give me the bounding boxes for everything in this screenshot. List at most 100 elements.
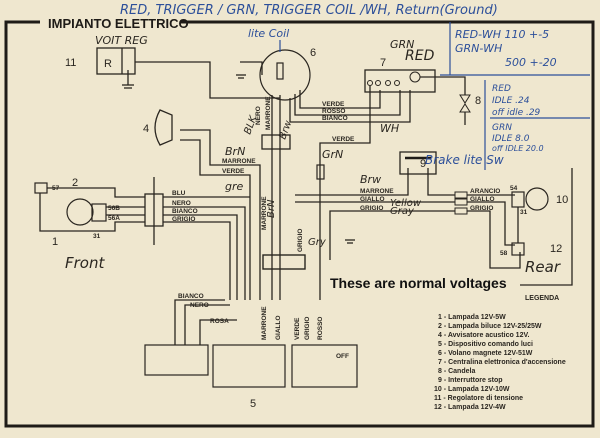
wire-label-grigio-3: GRIGIO [470, 205, 493, 212]
terminal-56a: 56A [108, 215, 120, 222]
annotation-gry: Gry [308, 237, 327, 248]
voltage-regulator: 11 VOIT REG R [65, 34, 280, 99]
wire-label-giallo-2: GIALLO [470, 196, 495, 203]
annotation-grn-verde: GrN [322, 148, 343, 161]
front-lights: 57 56B 56A 31 2 1 Front BLU NERO BIANCO … [34, 177, 250, 300]
legend-heading: LEGENDA [525, 295, 559, 302]
wire-label-marrone-2: MARRONE [360, 188, 394, 195]
wire-label-grigio-4: GRIGIO [304, 317, 311, 340]
label-9: 9 [420, 158, 426, 170]
regulator-r: R [104, 58, 112, 70]
wire-label-marrone-vertical-2: MARRONE [261, 196, 268, 230]
annotation-wh: WH [380, 122, 399, 135]
voltage-grn-wh-value: 500 +-20 [505, 56, 557, 69]
legend-item: 10 - Lampada 12V-10W [434, 386, 510, 393]
legend-item: 2 - Lampada biluce 12V-25/25W [438, 323, 542, 330]
harness-connector [262, 254, 306, 270]
voltage-red-label: RED [492, 84, 511, 94]
voltage-table: RED-WH 110 +-5 GRN-WH 500 +-20 RED IDLE … [440, 22, 590, 170]
label-7: 7 [380, 57, 386, 69]
label-6: 6 [310, 47, 316, 59]
wire-label-marrone-1: MARRONE [222, 158, 256, 165]
label-4: 4 [143, 123, 149, 135]
wire-label-marrone-vertical: MARRONE [265, 96, 272, 130]
wire-label-giallo-3: GIALLO [275, 315, 282, 340]
wire-label-rosso-1: ROSSO [322, 108, 345, 115]
annotation-top-note: RED, TRIGGER / GRN, TRIGGER COIL /WH, Re… [120, 3, 498, 18]
spark-plug: 8 [459, 94, 481, 125]
legend-item: 12 - Lampada 12V-4W [434, 404, 506, 411]
normal-voltages-note: These are normal voltages [330, 275, 507, 291]
wire-label-grigio-2: GRIGIO [360, 205, 383, 212]
annotation-rear: Rear [525, 258, 561, 276]
voltage-red-idle: IDLE .24 [492, 96, 530, 106]
voltage-grn-wh: GRN-WH [455, 42, 502, 55]
annotation-gre: gre [225, 180, 244, 193]
wire-label-nero: NERO [172, 200, 191, 207]
note-arrow [520, 168, 573, 286]
wire-label-arancio: ARANCIO [470, 188, 500, 195]
title-backing [40, 16, 180, 30]
terminal-56b: 56B [108, 205, 120, 212]
terminal-54: 54 [510, 185, 518, 192]
wire-label-bianco-2: BIANCO [178, 293, 204, 300]
voltage-grn-idle: IDLE 8.0 [492, 134, 530, 144]
annotation-brake-lite: Brake lite Sw [425, 153, 504, 167]
wire-label-giallo: GIALLO [360, 196, 385, 203]
annotation-red: RED [405, 48, 435, 64]
terminal-31-rear: 31 [520, 209, 528, 216]
annotation-brw-marrone: Brw [360, 173, 381, 186]
wire-label-bianco-1: BIANCO [322, 115, 348, 122]
legend: LEGENDA 1 - Lampada 12V-5W 2 - Lampada b… [434, 295, 566, 411]
legend-item: 11 - Regolatore di tensione [434, 395, 523, 402]
label-1: 1 [52, 236, 58, 248]
wire-label-verde-2: VERDE [332, 136, 355, 143]
label-10: 10 [556, 194, 568, 206]
annotation-yellow: Yellow [390, 198, 422, 209]
legend-item: 8 - Candela [438, 368, 475, 375]
annotation-front: Front [65, 254, 105, 272]
legend-item: 7 - Centralina elettronica d'accensione [438, 359, 566, 366]
light-switch: BIANCO NERO ROSA MARRONE GIALLO VERDE GR… [144, 293, 358, 410]
wire-label-nero-vertical: NERO [255, 106, 262, 125]
label-12: 12 [550, 243, 562, 255]
annotation-lite-coil: lite Coil [248, 27, 289, 40]
legend-item: 4 - Avvisatore acustico 12V. [438, 332, 529, 339]
terminal-58: 58 [500, 250, 508, 257]
wire-label-grigio-vertical: GRIGIO [297, 229, 304, 252]
legend-item: 9 - Interruttore stop [438, 377, 503, 384]
wire-label-verde-3: VERDE [222, 168, 245, 175]
wire-label-grigio: GRIGIO [172, 216, 195, 223]
magneto: 6 lite Coil NERO MARRONE BLK Brw VERDE R… [236, 27, 411, 300]
voltage-grn-offidle: off IDLE 20.0 [492, 144, 544, 153]
voltage-red-wh: RED-WH 110 +-5 [455, 28, 549, 41]
wire-label-nero-2: NERO [190, 302, 209, 309]
legend-item: 5 - Dispositivo comando luci [438, 341, 533, 348]
legend-item: 6 - Volano magnete 12V-51W [438, 350, 533, 357]
rear-lights: 9 Brake lite Sw MARRONE GIALLO GRIGIO Br… [295, 151, 568, 276]
wire-label-rosso-2: ROSSO [317, 317, 324, 340]
diagram-frame [4, 20, 595, 428]
label-8: 8 [475, 95, 481, 107]
voltage-red-offidle: off idle .29 [492, 108, 541, 118]
wire-label-bianco: BIANCO [172, 208, 198, 215]
wire-label-rosa: ROSA [210, 318, 229, 325]
annotation-gray: Gray [390, 206, 415, 217]
switch-off-label: OFF [336, 353, 349, 360]
horn: 4 MARRONE VERDE BrN gre [143, 109, 261, 300]
legend-item: 1 - Lampada 12V-5W [438, 314, 506, 321]
ignition-unit: 7 GRN RED WH VERDE GrN [316, 38, 466, 300]
annotation-grn: GRN [390, 38, 414, 51]
annotation-brn-vertical: BrN [266, 199, 277, 218]
wire-label-marrone-3: MARRONE [261, 306, 268, 340]
terminal-31-front: 31 [93, 233, 101, 240]
wire-label-verde-4: VERDE [294, 317, 301, 340]
annotation-brn-marrone: BrN [225, 145, 245, 158]
label-2: 2 [72, 177, 78, 189]
wire-label-blu: BLU [172, 190, 186, 197]
wire-label-verde-1: VERDE [322, 101, 345, 108]
label-11: 11 [65, 57, 76, 69]
label-5: 5 [250, 398, 256, 410]
